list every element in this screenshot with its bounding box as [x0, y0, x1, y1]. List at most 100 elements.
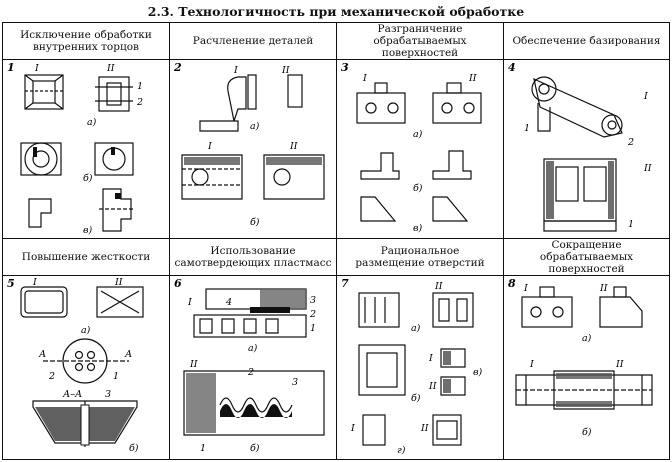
sub-label: б)	[411, 393, 421, 404]
variant-mark: I	[350, 423, 355, 434]
variant-mark: I	[187, 297, 192, 308]
cell-header: Расчленение деталей	[170, 23, 336, 60]
header-line: Обеспечение базирования	[512, 35, 661, 47]
header-line: Сокращение	[551, 239, 622, 251]
variant-mark: II	[599, 283, 608, 294]
sub-label: в)	[83, 225, 93, 236]
cell-number: 7	[341, 277, 349, 290]
drawing-7: 7 II а) I II б) в) I II г)	[337, 275, 503, 459]
header-line: Рациональное	[380, 245, 460, 257]
drawing-3: 3 I II а) б) в)	[337, 59, 503, 238]
callout-mark: 1	[524, 123, 530, 134]
callout-mark: 1	[200, 443, 206, 454]
header-line: внутренних торцов	[33, 41, 139, 53]
sub-label: б)	[582, 427, 592, 438]
variant-mark: II	[615, 359, 624, 370]
sub-label: б)	[413, 183, 423, 194]
variant-mark: II	[643, 163, 652, 174]
section-mark: А	[124, 349, 132, 360]
variant-mark: II	[281, 65, 290, 76]
variant-mark: I	[428, 353, 433, 364]
header-line: Исключение обработки	[20, 29, 152, 41]
variant-mark: II	[468, 73, 477, 84]
variant-mark: I	[362, 73, 367, 84]
sub-label: б)	[83, 173, 93, 184]
header-line: Разграничение	[377, 23, 463, 35]
sub-label: в)	[413, 223, 423, 234]
sub-label: а)	[250, 121, 260, 132]
cell-4: Обеспечение базирования	[504, 23, 669, 239]
callout-mark: 2	[48, 371, 55, 382]
page-title: 2.3. Технологичность при механической об…	[147, 4, 525, 19]
variant-mark: II	[189, 359, 198, 370]
sub-label: а)	[81, 325, 91, 336]
callout-mark: 1	[113, 371, 119, 382]
drawing-1: 1 I II 1 2 а) б) в)	[3, 59, 169, 238]
cell-2: Расчленение деталей	[170, 23, 337, 239]
cell-number: 5	[7, 277, 15, 290]
sub-label: а)	[413, 129, 423, 140]
cell-5: Повышение жесткости	[3, 239, 170, 459]
cell-number: 3	[341, 61, 349, 74]
variant-mark: I	[523, 283, 528, 294]
section-title: А–А	[62, 389, 82, 400]
callout-mark: 2	[627, 137, 634, 148]
variant-mark: I	[233, 65, 238, 76]
drawing-2: 2 I II I II а) б)	[170, 59, 336, 238]
drawing-4: 4 I II 1 2 1	[504, 59, 669, 238]
header-line: Повышение жесткости	[21, 251, 151, 263]
variant-mark: I	[643, 91, 648, 102]
sub-label: а)	[87, 117, 97, 128]
callout-mark: 3	[310, 295, 316, 306]
variant-mark: II	[420, 423, 429, 434]
callout-mark: 1	[137, 81, 143, 92]
sub-label: в)	[473, 367, 483, 378]
variant-mark: II	[114, 277, 123, 288]
header-line: самотвердеющих пластмасс	[174, 257, 332, 269]
callout-mark: 1	[310, 323, 316, 334]
sub-label: а)	[411, 323, 421, 334]
callout-mark: 2	[309, 309, 316, 320]
cell-number: 2	[173, 61, 182, 74]
callout-mark: 3	[105, 389, 111, 400]
callout-mark: 2	[247, 367, 254, 378]
sub-label: б)	[250, 443, 260, 454]
header-line: обрабатываемых поверхностей	[373, 35, 467, 59]
cell-number: 4	[508, 61, 516, 74]
callout-mark: 4	[225, 297, 232, 308]
callout-mark: 3	[292, 377, 298, 388]
sub-label: б)	[250, 217, 260, 228]
callout-mark: 1	[628, 219, 634, 230]
sub-label: а)	[248, 343, 258, 354]
variant-mark: II	[428, 381, 437, 392]
header-line: обрабатываемых поверхностей	[539, 251, 634, 275]
sub-label: г)	[397, 445, 406, 456]
variant-mark: I	[529, 359, 534, 370]
variant-mark: I	[34, 63, 39, 74]
sub-label: б)	[129, 443, 139, 454]
header-line: Расчленение деталей	[192, 35, 314, 47]
sub-label: а)	[582, 333, 592, 344]
callout-mark: 2	[136, 97, 143, 108]
cell-number: 6	[174, 277, 182, 290]
cell-header: Повышение жесткости	[3, 239, 169, 276]
drawing-8: 8 I II а) I II б)	[504, 275, 669, 459]
variant-mark: II	[289, 141, 298, 152]
variant-mark: I	[32, 277, 37, 288]
drawing-5: 5 I II а) А А 2 1 А–А 3 б)	[3, 275, 169, 459]
cell-number: 8	[508, 277, 516, 290]
variant-mark: II	[106, 63, 115, 74]
cell-number: 1	[7, 61, 15, 74]
variant-mark: I	[207, 141, 212, 152]
